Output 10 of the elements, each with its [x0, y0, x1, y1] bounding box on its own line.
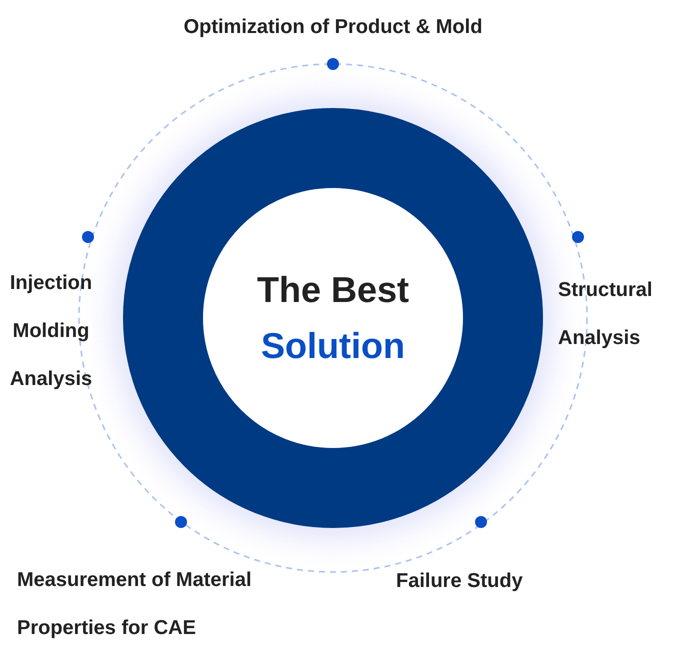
heading-text: The Best	[256, 268, 410, 312]
dot-marker	[572, 231, 584, 243]
dot-marker	[327, 58, 339, 70]
item-label: Failure Study	[396, 569, 524, 594]
highlight-text: Solution	[261, 324, 405, 368]
item-label: Structural Analysis	[558, 278, 654, 351]
item-label: Measurement of Material Properties for CAE	[17, 568, 253, 641]
dot-marker	[82, 231, 94, 243]
item-label: Optimization of Product & Mold	[182, 15, 484, 40]
item-label: Injection Molding Analysis	[8, 271, 94, 392]
